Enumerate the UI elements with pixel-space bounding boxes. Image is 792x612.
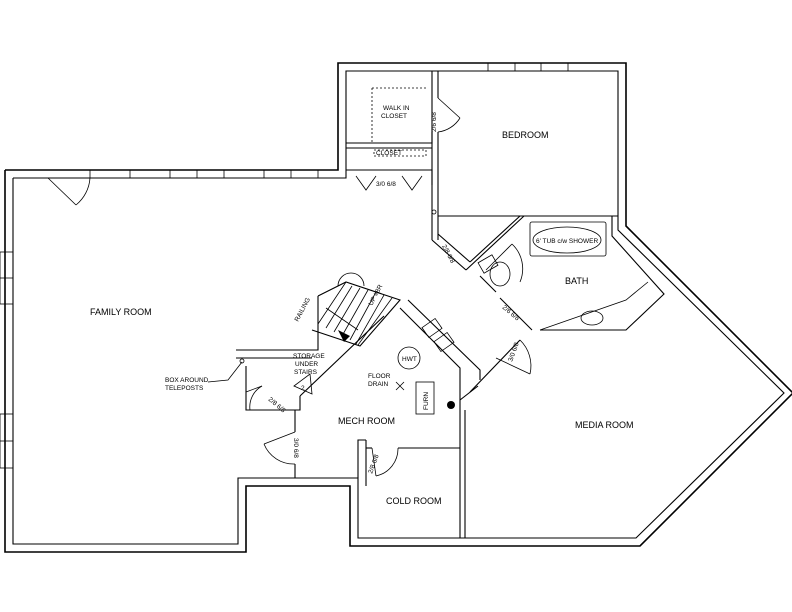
telepost-pointer	[207, 358, 245, 383]
label-floor-drain-2: DRAIN	[368, 381, 389, 388]
label-box-around-2: TELEPOSTS	[165, 385, 204, 392]
label-storage-3: STAIRS	[294, 369, 318, 376]
door-label-walk-in: 2/6 6/8	[431, 112, 438, 132]
label-tub: 6' TUB c/w SHOWER	[536, 238, 598, 245]
door-label-media: 3/0 6/8	[507, 341, 521, 362]
exterior-wall-inner	[12, 70, 785, 545]
label-furn: FURN	[423, 392, 430, 410]
label-railing: RAILING	[294, 297, 312, 323]
label-floor-drain-1: FLOOR	[368, 373, 391, 380]
label-box-around-1: BOX AROUND	[165, 377, 209, 384]
label-walk-in-1: WALK IN	[383, 105, 410, 112]
label-bedroom: BEDROOM	[502, 130, 549, 140]
door-label-bedroom: 2/8 6/8	[440, 244, 456, 265]
door-label-cold: 2/8 6/8	[367, 453, 381, 474]
bath-fixtures	[477, 221, 649, 331]
label-mech-room: MECH ROOM	[338, 416, 395, 426]
interior-walls	[236, 71, 665, 538]
label-cold-room: COLD ROOM	[386, 496, 442, 506]
label-bath: BATH	[565, 276, 588, 286]
label-walk-in-2: CLOSET	[381, 113, 407, 120]
windows	[0, 62, 569, 469]
mech-fixtures: 2	[293, 317, 455, 415]
door-swings	[245, 97, 532, 477]
svg-text:2: 2	[301, 385, 305, 392]
label-family-room: FAMILY ROOM	[90, 307, 152, 317]
exterior-wall-outer	[4, 62, 792, 553]
closet-doors	[355, 87, 437, 215]
label-up: UP #8R	[368, 283, 385, 307]
label-media-room: MEDIA ROOM	[575, 420, 634, 430]
label-hwt: HWT	[402, 356, 417, 363]
door-label-mech: 3/0 6/8	[292, 438, 299, 458]
label-storage-1: STORAGE	[293, 353, 325, 360]
door-label-closet: 3/0 6/8	[376, 181, 396, 188]
room-labels: FAMILY ROOM BEDROOM WALK IN CLOSET CLOSE…	[90, 105, 634, 506]
door-label-storage: 2/8 6/8	[267, 396, 287, 414]
door-label-bath: 2/6 6/8	[501, 304, 521, 322]
label-storage-2: UNDER	[295, 361, 318, 368]
stairs	[311, 272, 401, 347]
label-closet: CLOSET	[376, 150, 402, 157]
exterior-door	[47, 177, 91, 206]
